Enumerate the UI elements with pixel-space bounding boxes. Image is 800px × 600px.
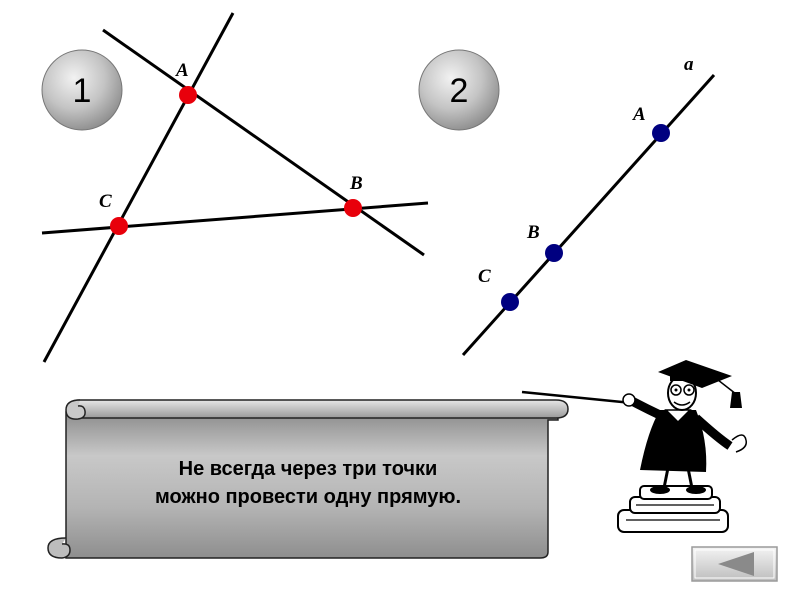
point-b-2-label: B xyxy=(526,222,540,243)
badge-2-circle xyxy=(418,49,500,131)
line-a-label: a xyxy=(684,54,694,75)
line-through-c-b xyxy=(41,201,429,235)
figure-1: 1 A B C xyxy=(41,12,429,363)
point-a-2-label: A xyxy=(632,104,646,125)
point-b-1-label: B xyxy=(349,173,363,194)
point-c-2 xyxy=(501,293,519,311)
figure-2: 2 a A B C xyxy=(418,49,716,357)
point-c-1-label: C xyxy=(99,191,112,212)
point-b-1 xyxy=(344,199,362,217)
pointer-stick xyxy=(521,390,633,405)
triangle-left-icon[interactable] xyxy=(718,552,754,576)
badge-1-label: 1 xyxy=(73,72,92,110)
badge-2-label: 2 xyxy=(450,72,469,110)
scroll-text-line-1: Не всегда через три точки xyxy=(179,458,438,480)
scroll-banner: Не всегда через три точки можно провести… xyxy=(47,399,569,559)
point-a-1-label: A xyxy=(175,60,189,81)
mortarboard-icon xyxy=(658,360,732,388)
scroll-body xyxy=(65,411,559,559)
point-a-2 xyxy=(652,124,670,142)
scroll-top-curl xyxy=(65,399,86,420)
point-b-2 xyxy=(545,244,563,262)
badge-1-circle xyxy=(41,49,123,131)
line-a xyxy=(461,73,716,357)
point-c-2-label: C xyxy=(478,266,491,287)
line-through-a-b xyxy=(102,28,425,257)
point-a-1 xyxy=(179,86,197,104)
scroll-text-line-2: можно провести одну прямую. xyxy=(155,486,461,508)
professor-illustration xyxy=(521,360,748,533)
scroll-top-roll xyxy=(67,399,569,419)
back-button[interactable] xyxy=(691,546,778,582)
line-through-a-c xyxy=(42,12,235,363)
point-c-1 xyxy=(110,217,128,235)
professor-gown xyxy=(640,410,707,472)
scroll-bottom-curl xyxy=(47,537,71,559)
